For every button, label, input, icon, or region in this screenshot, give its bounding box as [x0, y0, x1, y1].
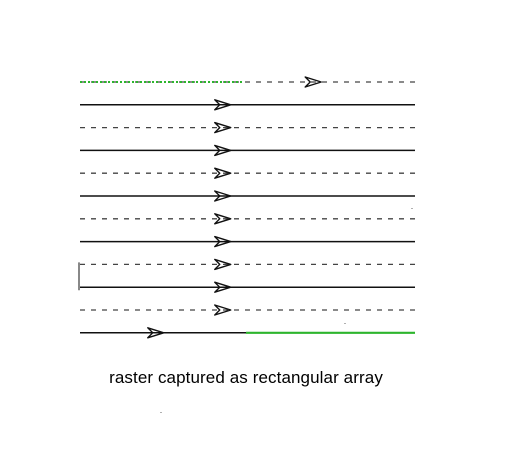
scan-speck	[160, 412, 162, 413]
direction-arrow-icon	[214, 167, 232, 179]
direction-arrow-icon	[214, 190, 232, 202]
diagram-caption: raster captured as rectangular array	[109, 368, 383, 387]
direction-arrow-icon	[214, 121, 232, 134]
direction-arrow-icon	[214, 281, 232, 293]
direction-arrow-icon	[214, 144, 232, 157]
direction-arrow-icon	[214, 99, 232, 111]
direction-arrow-icon	[214, 235, 232, 248]
direction-arrow-icon	[214, 304, 232, 316]
scan-speck	[344, 323, 346, 324]
highlight-segments	[80, 81, 415, 334]
direction-arrow-icon	[147, 327, 165, 339]
scan-rows	[78, 76, 415, 339]
direction-arrow-icon	[214, 213, 232, 225]
scan-speck	[411, 208, 413, 209]
direction-arrow-icon	[304, 76, 322, 88]
direction-arrow-icon	[214, 258, 232, 271]
